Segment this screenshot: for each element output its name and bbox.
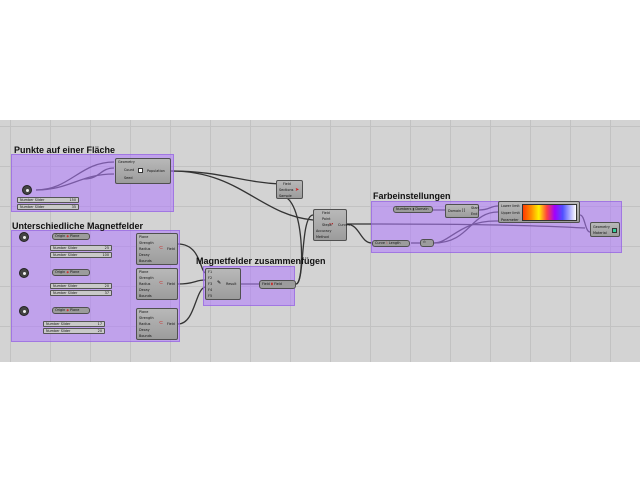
merge-fields-component[interactable]: F1 F2 F3 F4 F5 ✎ Result [205, 268, 241, 300]
number-slider[interactable]: Number Slider 20 [43, 328, 105, 334]
display-field-component[interactable]: Field Sections Sample ➤ [276, 180, 303, 199]
origin-component[interactable]: Origin ◆ Plane [52, 269, 90, 276]
number-slider[interactable]: Number Slider 100 [50, 252, 112, 258]
gradient-component[interactable]: Lower limit Upper limit Parameter [498, 201, 580, 223]
number-slider[interactable]: Number Slider 150 [17, 197, 79, 203]
point-charge-component[interactable]: Plane Strength Radius Decay Bounds ⊂ Fie… [136, 268, 178, 300]
origin-component[interactable]: Origin ◆ Plane [52, 307, 90, 314]
magnet-icon: ⊂ [159, 320, 164, 326]
plane-icon: ◆ [66, 308, 69, 312]
point-param-icon[interactable] [19, 306, 29, 316]
grasshopper-canvas[interactable]: Punkte auf einer Fläche Number Slider 15… [0, 120, 640, 362]
wire [177, 279, 206, 285]
remap-icon: ⁞⁞ [462, 208, 466, 214]
group-title: Punkte auf einer Fläche [14, 145, 116, 155]
length-icon: ⌇ [386, 241, 388, 245]
sort-icon: ⊙ [423, 240, 426, 244]
bounds-component[interactable]: Numbers ▮ Domain [393, 206, 433, 213]
origin-component[interactable]: Origin ◆ Plane [52, 233, 90, 240]
number-slider[interactable]: Number Slider 17 [43, 321, 105, 327]
point-param-icon[interactable] [19, 268, 29, 278]
display-icon: ➤ [295, 187, 300, 193]
number-slider[interactable]: Number Slider 25 [50, 245, 112, 251]
number-slider[interactable]: Number Slider 20 [50, 283, 112, 289]
wire [170, 170, 314, 221]
curve-length-component[interactable]: Curve ⌇ Length [372, 240, 410, 247]
magnet-icon: ⊂ [159, 245, 164, 251]
point-charge-component[interactable]: Plane Strength Radius Decay Bounds ⊂ Fie… [136, 233, 178, 265]
plane-icon: ◆ [66, 234, 69, 238]
magnet-icon: ⊂ [159, 280, 164, 286]
point-charge-component[interactable]: Plane Strength Radius Decay Bounds ⊂ Fie… [136, 308, 178, 340]
surface-param-icon[interactable] [22, 185, 32, 195]
field-line-icon: ↝ [329, 221, 334, 227]
remap-component[interactable]: Domain ⁞⁞ Start End [445, 204, 479, 218]
sort-component[interactable]: ⊙ [420, 239, 434, 247]
group-title: Unterschiedliche Magnetfelder [12, 221, 144, 231]
populate-geometry-component[interactable]: Geometry Count Seed Population [115, 158, 171, 184]
custom-preview-component[interactable]: Geometry Material [590, 222, 620, 237]
field-line-component[interactable]: Field Point Steps Accuracy Method ↝ Curv… [313, 209, 350, 241]
group-title: Magnetfelder zusammenfügen [196, 256, 326, 266]
merge-icon: ✎ [217, 280, 222, 286]
preview-icon [612, 228, 617, 233]
plane-icon: ◆ [66, 270, 69, 274]
field-component[interactable]: Field ⬮ Field [259, 280, 296, 289]
wire [177, 286, 206, 325]
number-slider[interactable]: Number Slider 35 [17, 204, 79, 210]
gradient-preview[interactable] [522, 204, 577, 221]
group-title: Farbeinstellungen [373, 191, 451, 201]
number-slider[interactable]: Number Slider 37 [50, 290, 112, 296]
field-icon: ⬮ [270, 282, 274, 286]
populate-icon [138, 168, 143, 173]
point-param-icon[interactable] [19, 232, 29, 242]
wire [295, 214, 314, 285]
